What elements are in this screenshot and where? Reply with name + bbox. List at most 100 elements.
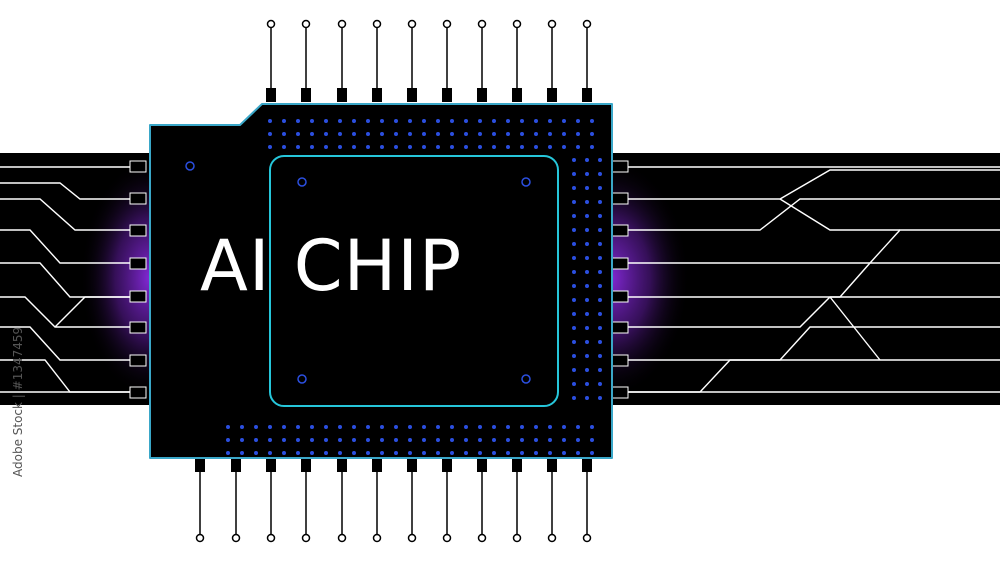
contact-dot [324,438,328,442]
contact-dot [268,438,272,442]
contact-dot [585,326,589,330]
contact-dot [422,438,426,442]
contact-dot [572,340,576,344]
contact-dot [520,438,524,442]
contact-dot [324,132,328,136]
contact-dot [492,438,496,442]
contact-dot [422,451,426,455]
contact-dot [268,132,272,136]
contact-dot [590,451,594,455]
contact-dot [478,145,482,149]
contact-dot [598,298,602,302]
contact-dot [576,451,580,455]
contact-dot [254,425,258,429]
contact-dot [534,425,538,429]
contact-dot [598,368,602,372]
contact-dot [598,270,602,274]
contact-dot [436,425,440,429]
contact-dot [598,214,602,218]
contact-dot [226,425,230,429]
contact-dot [548,451,552,455]
contact-dot [572,312,576,316]
contact-dot [394,132,398,136]
contact-dot [572,298,576,302]
contact-dot [585,382,589,386]
contact-dot [296,425,300,429]
contact-dot [296,119,300,123]
contact-dot [296,145,300,149]
contact-dot [464,132,468,136]
contact-dot [338,132,342,136]
contact-dot [394,438,398,442]
contact-dot [268,451,272,455]
contact-dot [296,451,300,455]
contact-dot [534,145,538,149]
contact-dot [585,354,589,358]
contact-dot [534,451,538,455]
contact-dot [506,438,510,442]
contact-dot [310,438,314,442]
contact-dot [585,186,589,190]
contact-dot [585,200,589,204]
contact-dot [598,382,602,386]
contact-dot [338,451,342,455]
contact-dot [572,270,576,274]
contact-dot [422,119,426,123]
contact-dot [394,425,398,429]
contact-dot [534,119,538,123]
contact-dot [324,145,328,149]
contact-dot [310,425,314,429]
contact-dot [562,132,566,136]
contact-dot [562,438,566,442]
contact-dot [585,284,589,288]
contact-dot [585,270,589,274]
contact-dot [338,119,342,123]
contact-dot [585,368,589,372]
contact-dot [226,451,230,455]
contact-dot [585,256,589,260]
contact-dot [598,284,602,288]
contact-dot [464,438,468,442]
orientation-dot [185,161,195,171]
contact-dot [492,132,496,136]
contact-dot [380,425,384,429]
contact-dot [598,172,602,176]
contact-dot [548,425,552,429]
contact-dot [408,438,412,442]
contact-dot [408,425,412,429]
contact-dot [296,132,300,136]
contact-dot [422,132,426,136]
contact-dot [436,438,440,442]
contact-dot [436,451,440,455]
contact-dot [585,214,589,218]
contact-dot [366,132,370,136]
contact-dot [562,145,566,149]
contact-dot [394,145,398,149]
contact-dot [492,145,496,149]
contact-dot [585,312,589,316]
contact-dot [548,119,552,123]
contact-dot-grid [226,119,602,455]
contact-dot [324,451,328,455]
contact-dot [548,438,552,442]
contact-dot [464,425,468,429]
contact-dot [436,119,440,123]
chip-title: AI CHIP [200,225,463,307]
contact-dot [562,451,566,455]
contact-dot [282,119,286,123]
contact-dot [464,119,468,123]
contact-dot [450,438,454,442]
contact-dot [548,132,552,136]
left-pin-pads [129,160,147,399]
contact-dot [534,438,538,442]
contact-dot [380,451,384,455]
contact-dot [590,438,594,442]
contact-dot [254,451,258,455]
contact-dot [254,438,258,442]
contact-dot [394,119,398,123]
contact-dot [366,451,370,455]
contact-dot [380,119,384,123]
contact-dot [282,451,286,455]
contact-dot [576,132,580,136]
contact-dot [590,425,594,429]
